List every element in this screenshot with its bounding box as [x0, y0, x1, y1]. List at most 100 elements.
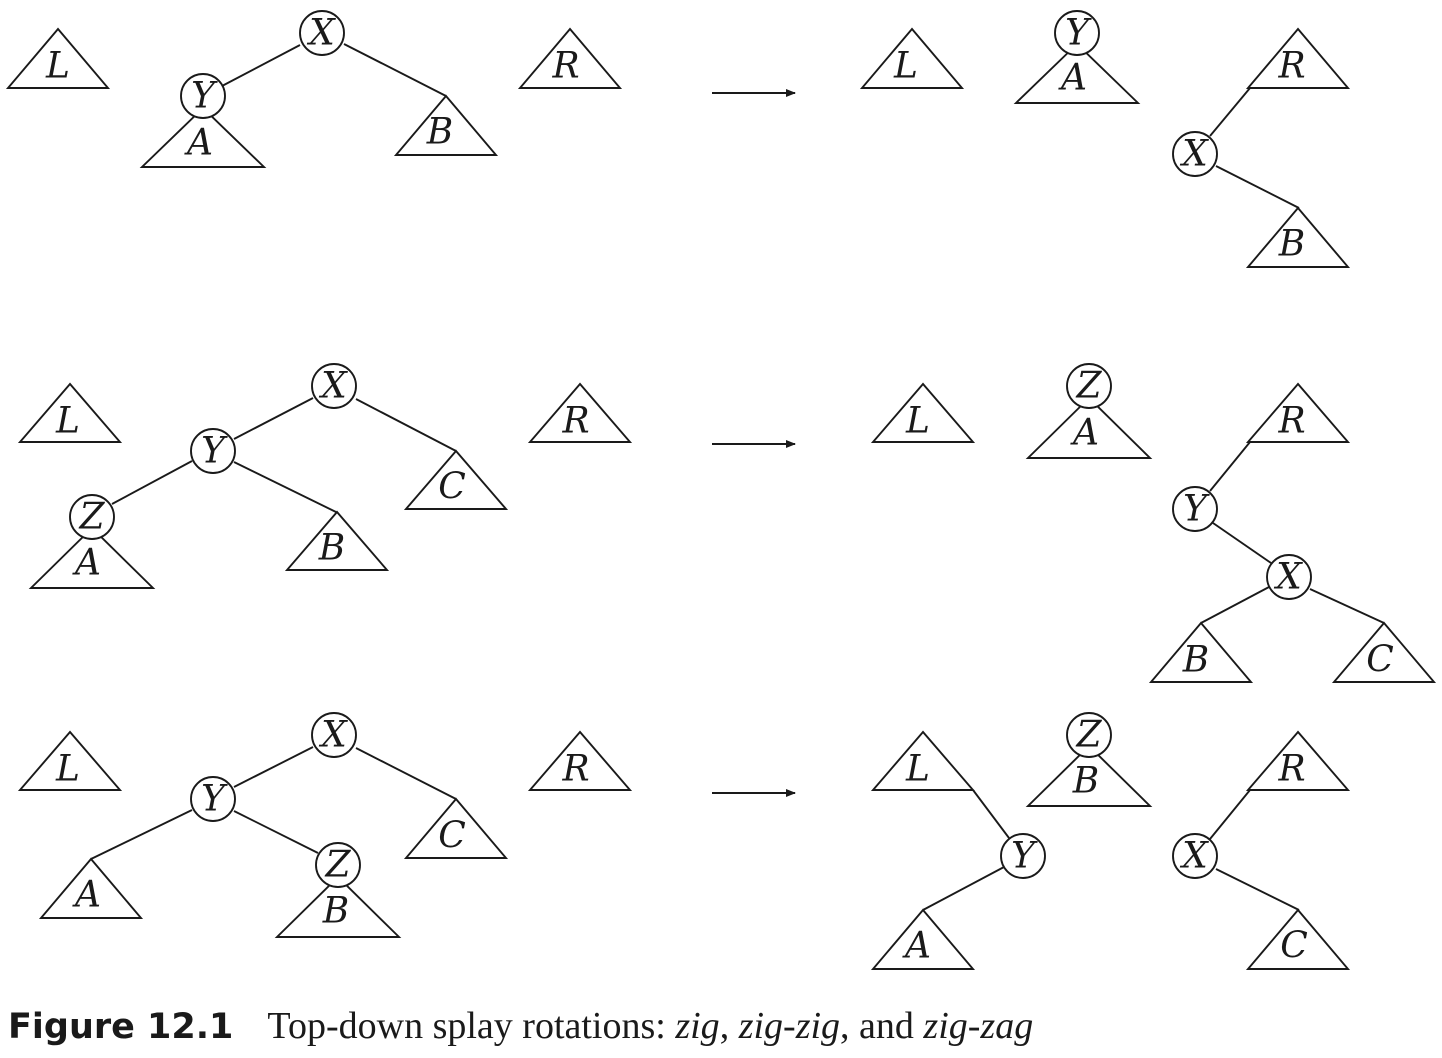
node-y-label: Y [201, 779, 228, 820]
subtree-a [139, 106, 267, 168]
subtree-b-label: B [322, 891, 349, 932]
node-x [299, 10, 345, 56]
zigzag-after: L A B R C Z Y X [870, 712, 1351, 970]
zigzig-after: L A R B C Z Y X [870, 363, 1437, 683]
subtree-a [1025, 396, 1153, 459]
subtree-a-label: A [72, 875, 101, 916]
subtree-a-label: A [72, 543, 101, 584]
node-x-label: X [1179, 836, 1209, 877]
subtree-r [1245, 382, 1351, 443]
subtree-l [870, 382, 976, 443]
node-y-label: Y [1183, 489, 1210, 530]
subtree-l [17, 382, 123, 443]
node-y-label: Y [1065, 13, 1092, 54]
subtree-r-label: R [1277, 749, 1305, 790]
node-x [1172, 131, 1218, 177]
node-z-label: Z [78, 497, 105, 538]
subtree-b-label: B [426, 112, 453, 153]
node-y-label: Y [1011, 836, 1038, 877]
subtree-b-label: B [1072, 761, 1099, 802]
caption-prefix: Top-down splay rotations: [267, 1005, 676, 1047]
node-x [1266, 554, 1312, 600]
node-y [1000, 833, 1046, 879]
subtree-l [870, 730, 976, 791]
subtree-b [1245, 206, 1351, 268]
node-y [1172, 486, 1218, 532]
node-z-label: Z [324, 845, 351, 886]
node-x [1172, 833, 1218, 879]
subtree-l-label: L [55, 749, 80, 790]
node-x [311, 712, 357, 758]
node-y [190, 428, 236, 474]
subtree-c [1245, 908, 1351, 970]
zigzag-before: L A B C R X Y Z [17, 712, 633, 938]
subtree-r-label: R [1277, 401, 1305, 442]
zig-before: L A B R X Y [5, 10, 623, 168]
subtree-r-label: R [561, 749, 589, 790]
caption-term-zig-zig: zig-zig [738, 1005, 841, 1047]
figure-number: Figure 12.1 [8, 1007, 234, 1047]
subtree-r [517, 27, 623, 89]
subtree-l-label: L [905, 401, 930, 442]
subtree-b [284, 510, 390, 571]
subtree-c-label: C [438, 467, 466, 508]
subtree-c [403, 797, 509, 859]
subtree-l-label: L [905, 749, 930, 790]
subtree-a [1013, 42, 1141, 104]
subtree-l-label: L [45, 46, 70, 87]
subtree-a-label: A [184, 123, 213, 164]
node-x-label: X [1179, 134, 1209, 175]
subtree-l [17, 730, 123, 791]
subtree-a [870, 908, 976, 970]
subtree-b [393, 94, 499, 156]
zig-after: L A R B Y X [859, 10, 1351, 268]
subtree-b [1025, 744, 1153, 807]
subtree-c-label: C [1280, 926, 1308, 967]
caption-term-zig: zig [675, 1005, 720, 1047]
subtree-b [274, 875, 402, 938]
node-z [315, 842, 361, 888]
subtree-r-label: R [551, 46, 579, 87]
subtree-c-label: C [1366, 640, 1394, 681]
node-y-label: Y [191, 76, 218, 117]
zigzig-before: L A B C R X Y Z [17, 363, 633, 589]
subtree-a-label: A [1070, 413, 1099, 454]
subtree-r [1245, 730, 1351, 791]
node-x-label: X [1273, 557, 1303, 598]
node-x [311, 363, 357, 409]
subtree-l-label: L [55, 401, 80, 442]
subtree-a-label: A [902, 926, 931, 967]
subtree-b-label: B [1278, 224, 1305, 265]
subtree-r [527, 382, 633, 443]
subtree-b-label: B [318, 528, 345, 569]
node-y [1054, 10, 1100, 56]
node-z-label: Z [1075, 715, 1102, 756]
subtree-a-label: A [1058, 58, 1087, 99]
node-z-label: Z [1075, 366, 1102, 407]
node-z [1066, 363, 1112, 409]
node-y [180, 73, 226, 119]
splay-rotations-diagram: L A B R X Y L A R B Y X L A [5, 10, 1437, 970]
caption-sep: , [719, 1005, 739, 1047]
subtree-c [403, 449, 509, 510]
caption-sep: , and [840, 1005, 924, 1047]
subtree-l-label: L [893, 46, 918, 87]
node-y [190, 776, 236, 822]
node-z [69, 494, 115, 540]
node-x-label: X [306, 13, 336, 54]
subtree-r [527, 730, 633, 791]
node-z [1066, 712, 1112, 758]
subtree-r [1245, 27, 1351, 89]
subtree-b [1148, 621, 1254, 683]
subtree-l [5, 27, 111, 89]
caption-term-zig-zag: zig-zag [923, 1005, 1034, 1047]
subtree-c [1331, 621, 1437, 683]
node-y-label: Y [201, 431, 228, 472]
subtree-a [38, 857, 144, 919]
node-x-label: X [318, 366, 348, 407]
subtree-r-label: R [561, 401, 589, 442]
subtree-c-label: C [438, 816, 466, 857]
subtree-r-label: R [1277, 46, 1305, 87]
subtree-a [28, 526, 156, 589]
node-x-label: X [318, 715, 348, 756]
